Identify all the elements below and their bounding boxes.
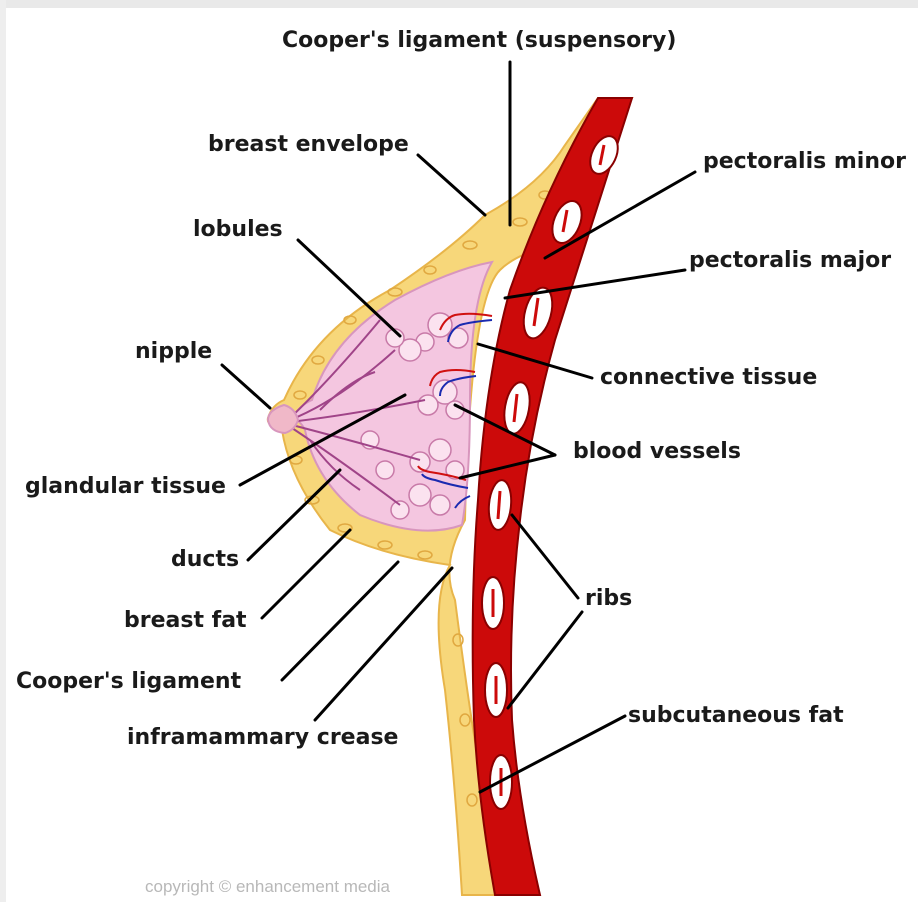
label-nipple: nipple bbox=[135, 339, 212, 364]
label-coopers-suspensory: Cooper's ligament (suspensory) bbox=[282, 28, 676, 53]
label-coopers-ligament: Cooper's ligament bbox=[16, 669, 242, 694]
label-ribs: ribs bbox=[585, 586, 632, 611]
label-inframammary-crease: inframammary crease bbox=[127, 725, 398, 750]
copyright-watermark: copyright © enhancement media bbox=[145, 877, 391, 896]
leader-nipple bbox=[222, 365, 270, 408]
label-connective-tissue: connective tissue bbox=[600, 365, 817, 390]
label-breast-envelope: breast envelope bbox=[208, 132, 409, 157]
leader-breast-fat bbox=[262, 530, 350, 618]
label-lobules: lobules bbox=[193, 217, 283, 242]
leader-ribs-2 bbox=[508, 612, 582, 708]
label-pectoralis-minor: pectoralis minor bbox=[703, 149, 906, 174]
label-breast-fat: breast fat bbox=[124, 608, 247, 633]
leader-inframammary-crease bbox=[315, 568, 452, 720]
label-pectoralis-major: pectoralis major bbox=[689, 248, 891, 273]
label-blood-vessels: blood vessels bbox=[573, 439, 741, 464]
label-glandular-tissue: glandular tissue bbox=[25, 474, 226, 499]
leader-breast-envelope bbox=[418, 155, 485, 215]
label-ducts: ducts bbox=[171, 547, 239, 572]
leader-ribs-1 bbox=[512, 515, 578, 598]
label-subcutaneous-fat: subcutaneous fat bbox=[628, 703, 844, 728]
